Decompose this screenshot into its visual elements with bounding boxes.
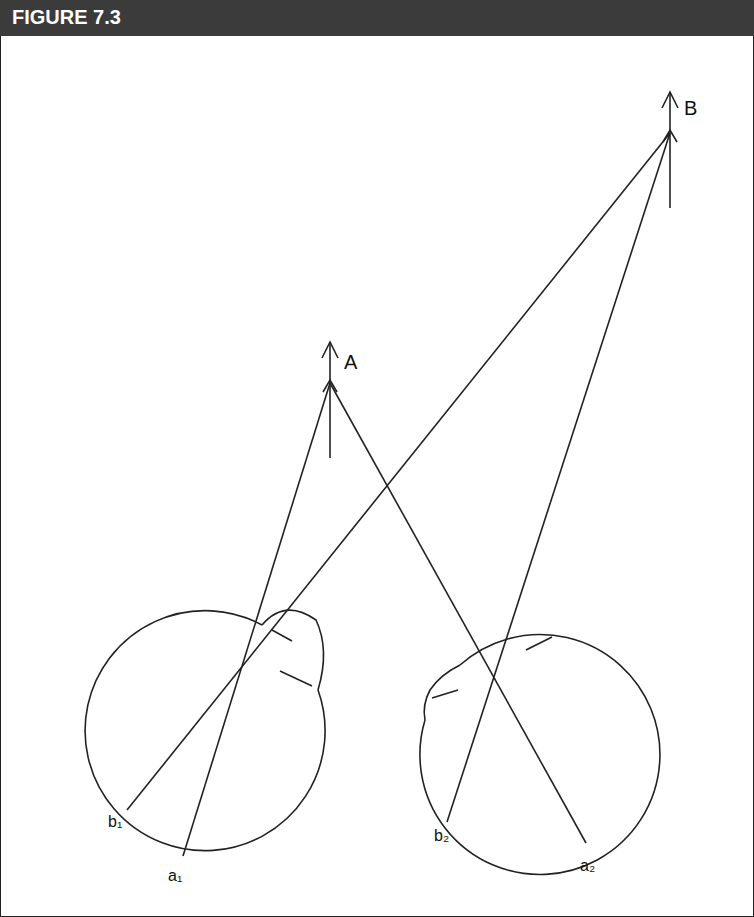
point-label: B <box>684 98 697 118</box>
point-label: a₁ <box>168 868 182 884</box>
figure-title: FIGURE 7.3 <box>12 6 121 29</box>
point-label: b₁ <box>108 814 122 830</box>
point-label: a₂ <box>580 858 595 874</box>
point-label: b₂ <box>434 828 449 844</box>
point-label: A <box>344 352 357 372</box>
